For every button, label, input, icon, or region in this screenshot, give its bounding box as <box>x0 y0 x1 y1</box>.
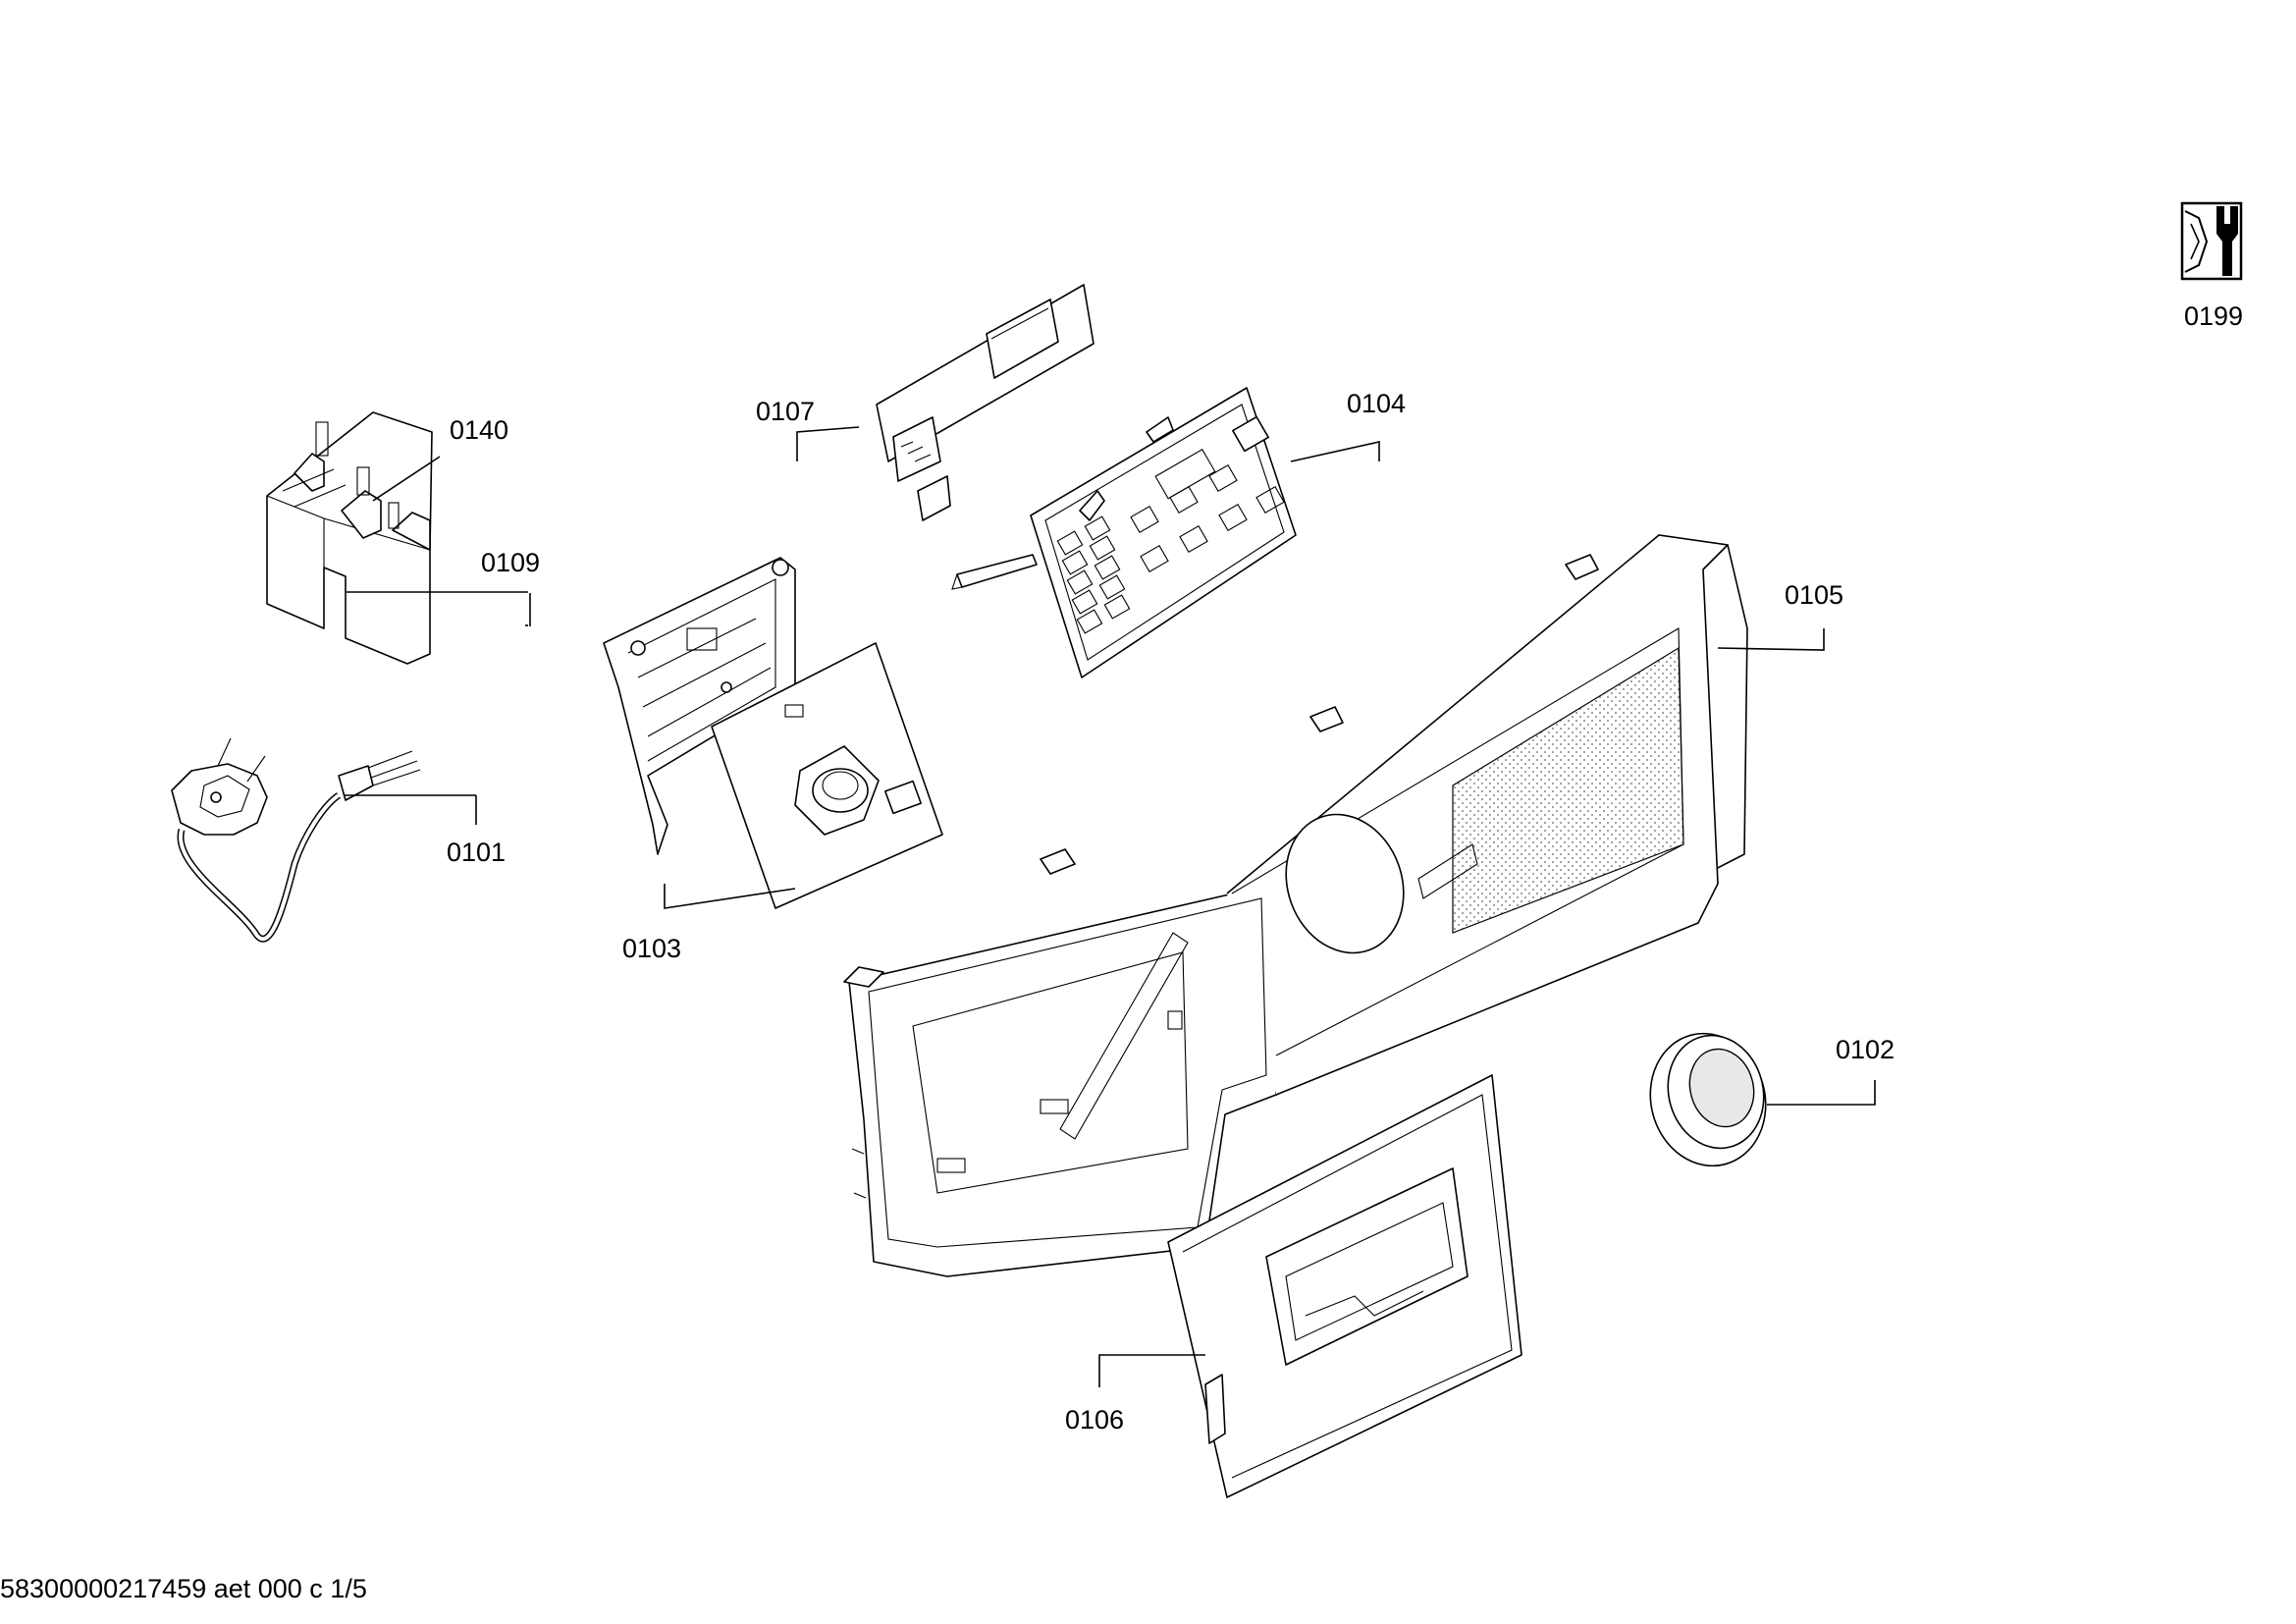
part-0104-drawing <box>951 387 1297 678</box>
callout-0101: 0101 <box>447 838 506 867</box>
part-0103-drawing <box>711 642 943 909</box>
document-reference-footer: 58300000217459 aet 000 c 1/5 <box>0 1574 367 1603</box>
callout-0104: 0104 <box>1347 389 1406 418</box>
part-0106-drawing <box>1167 1074 1522 1498</box>
callout-0109: 0109 <box>481 548 540 577</box>
part-0105-drawing <box>843 534 1748 1277</box>
callout-0107: 0107 <box>756 397 815 426</box>
callout-0105: 0105 <box>1785 580 1843 610</box>
callout-0103: 0103 <box>622 934 681 963</box>
callout-0199: 0199 <box>2184 301 2243 331</box>
wrench-nut-icon <box>2180 201 2243 281</box>
leader-lines <box>344 426 1876 1387</box>
part-0101-drawing <box>171 737 421 943</box>
part-0109-drawing <box>603 557 796 855</box>
part-0140-drawing <box>266 411 433 665</box>
part-0107-drawing <box>876 284 1095 521</box>
callout-0106: 0106 <box>1065 1405 1124 1435</box>
part-0102-drawing <box>1649 1032 1767 1167</box>
callout-0102: 0102 <box>1836 1035 1895 1064</box>
callout-0140: 0140 <box>450 415 508 445</box>
